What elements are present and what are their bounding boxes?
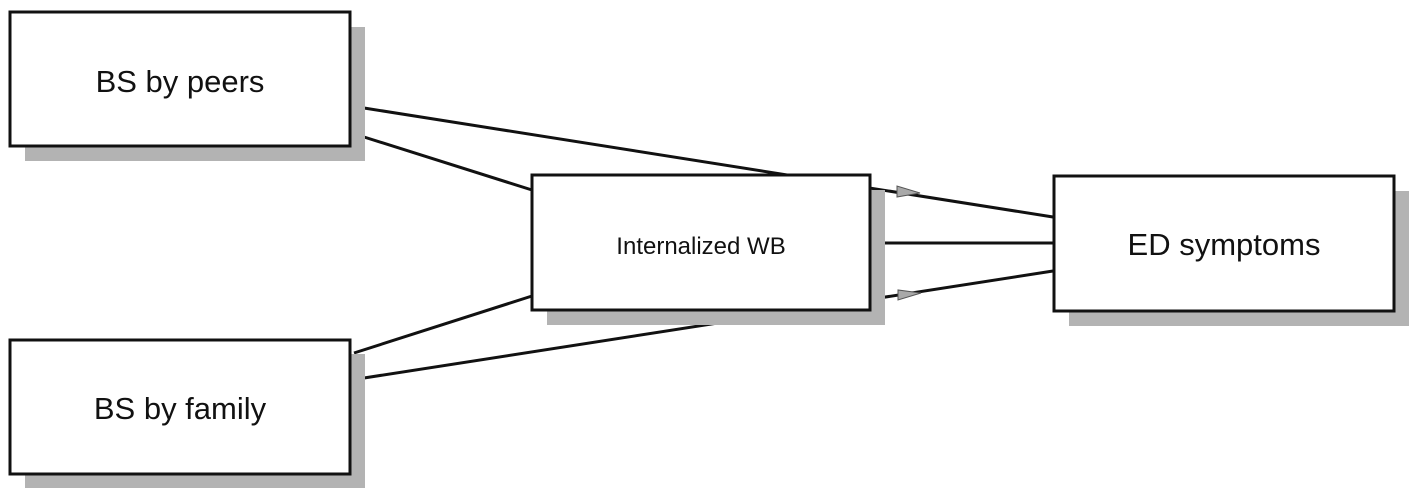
- node-box: [8, 338, 352, 476]
- node-internalized-wb: Internalized WB: [530, 173, 885, 325]
- node-bs-by-family: BS by family: [8, 338, 365, 488]
- arrowhead-peers-outcome: [896, 185, 921, 198]
- node-label-family: BS by family: [94, 391, 267, 426]
- node-label-outcome: ED symptoms: [1128, 227, 1321, 262]
- node-label-mediator: Internalized WB: [616, 233, 785, 260]
- node-box: [8, 10, 352, 148]
- node-ed-symptoms: ED symptoms: [1052, 174, 1409, 326]
- node-bs-by-peers: BS by peers: [8, 10, 365, 161]
- node-label-peers: BS by peers: [96, 64, 265, 99]
- edge-peers-to-outcome: [363, 106, 1054, 219]
- edge-peers-to-mediator: [363, 135, 533, 192]
- node-box: [1052, 174, 1396, 313]
- arrowhead-family-outcome: [897, 289, 922, 301]
- node-box: [530, 173, 872, 312]
- edge-family-to-mediator: [353, 294, 533, 355]
